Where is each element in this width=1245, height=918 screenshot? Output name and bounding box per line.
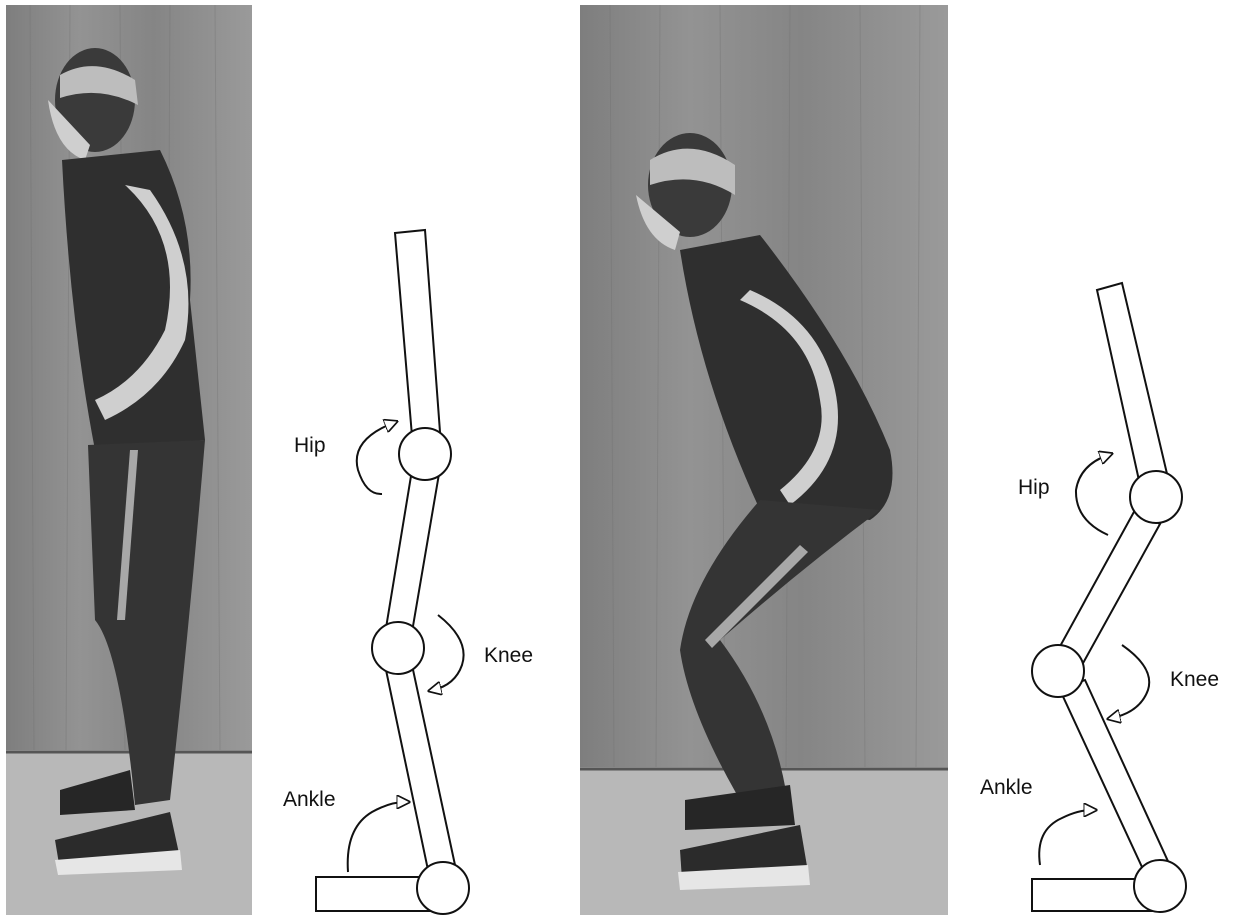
knee-joint [1032,645,1084,697]
photo-standing [6,5,252,915]
hip-joint [399,428,451,480]
ankle-joint [417,862,469,914]
diagram-standing [316,230,469,914]
hip-label-standing: Hip [294,434,326,457]
photo-squatting [580,5,948,915]
shank-segment [386,665,455,870]
thigh-segment [1058,510,1160,665]
thigh-segment [386,468,440,632]
knee-rotation-icon [1112,645,1149,718]
shank-segment [1060,680,1172,880]
knee-rotation-icon [433,615,464,690]
knee-label-standing: Knee [484,644,533,667]
trunk-segment [395,230,440,436]
ankle-label-standing: Ankle [283,788,336,811]
hip-label-squatting: Hip [1018,476,1050,499]
hip-rotation-icon [1076,455,1108,535]
ankle-joint [1134,860,1186,912]
knee-joint [372,622,424,674]
hip-rotation-icon [357,423,393,494]
ankle-label-squatting: Ankle [980,776,1033,799]
hip-joint [1130,471,1182,523]
knee-label-squatting: Knee [1170,668,1219,691]
diagram-squatting [1032,283,1186,912]
ankle-rotation-icon [1039,810,1092,865]
ankle-rotation-icon [348,802,405,872]
